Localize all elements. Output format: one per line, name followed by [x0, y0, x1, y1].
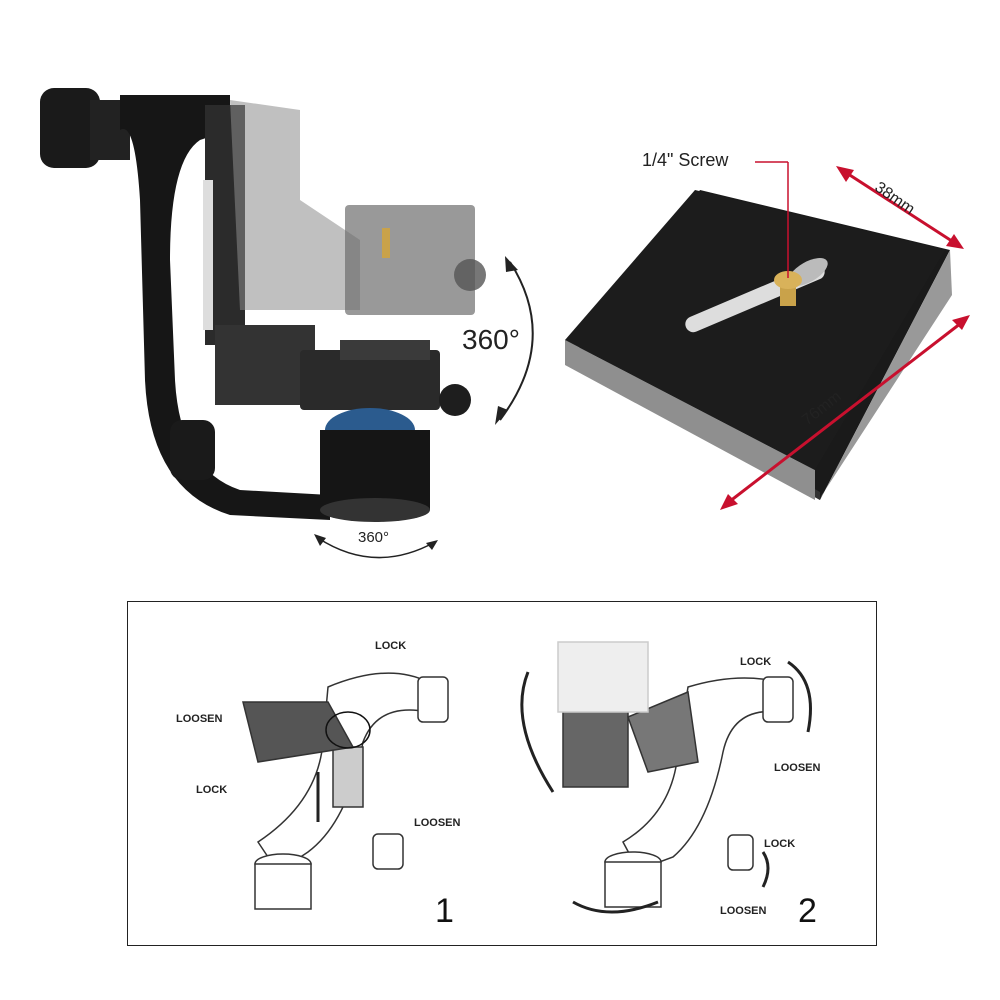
step2-number: 2 [798, 892, 817, 930]
gimbal-head-photo: 360° 360° [0, 0, 560, 580]
screw-label: 1/4" Screw [642, 150, 729, 170]
step1-lock-bottom-label: LOCK [196, 784, 228, 796]
usage-instructions-diagram: LOOSEN LOCK LOCK LOOSEN 1 LOCK LOOSEN LO… [127, 601, 877, 946]
quick-release-plate: 1/4" Screw 38mm 76mm [560, 130, 1000, 530]
plate-illustration [565, 161, 970, 510]
step2-lock-top-label: LOCK [740, 656, 772, 668]
step1-loosen-label: LOOSEN [176, 713, 223, 725]
vertical-rotation-label: 360° [462, 324, 520, 355]
step2-loosen-mid-label: LOOSEN [774, 762, 821, 774]
step1-number: 1 [435, 892, 454, 930]
base-rotation-label: 360° [358, 529, 390, 546]
gimbal-head-illustration [40, 88, 534, 559]
step1-lock-top-label: LOCK [375, 640, 407, 652]
instruction-illustrations [242, 641, 812, 914]
step1-loosen-right-label: LOOSEN [414, 817, 461, 829]
step2-lock-low-label: LOCK [764, 838, 796, 850]
step2-loosen-low-label: LOOSEN [720, 905, 767, 917]
